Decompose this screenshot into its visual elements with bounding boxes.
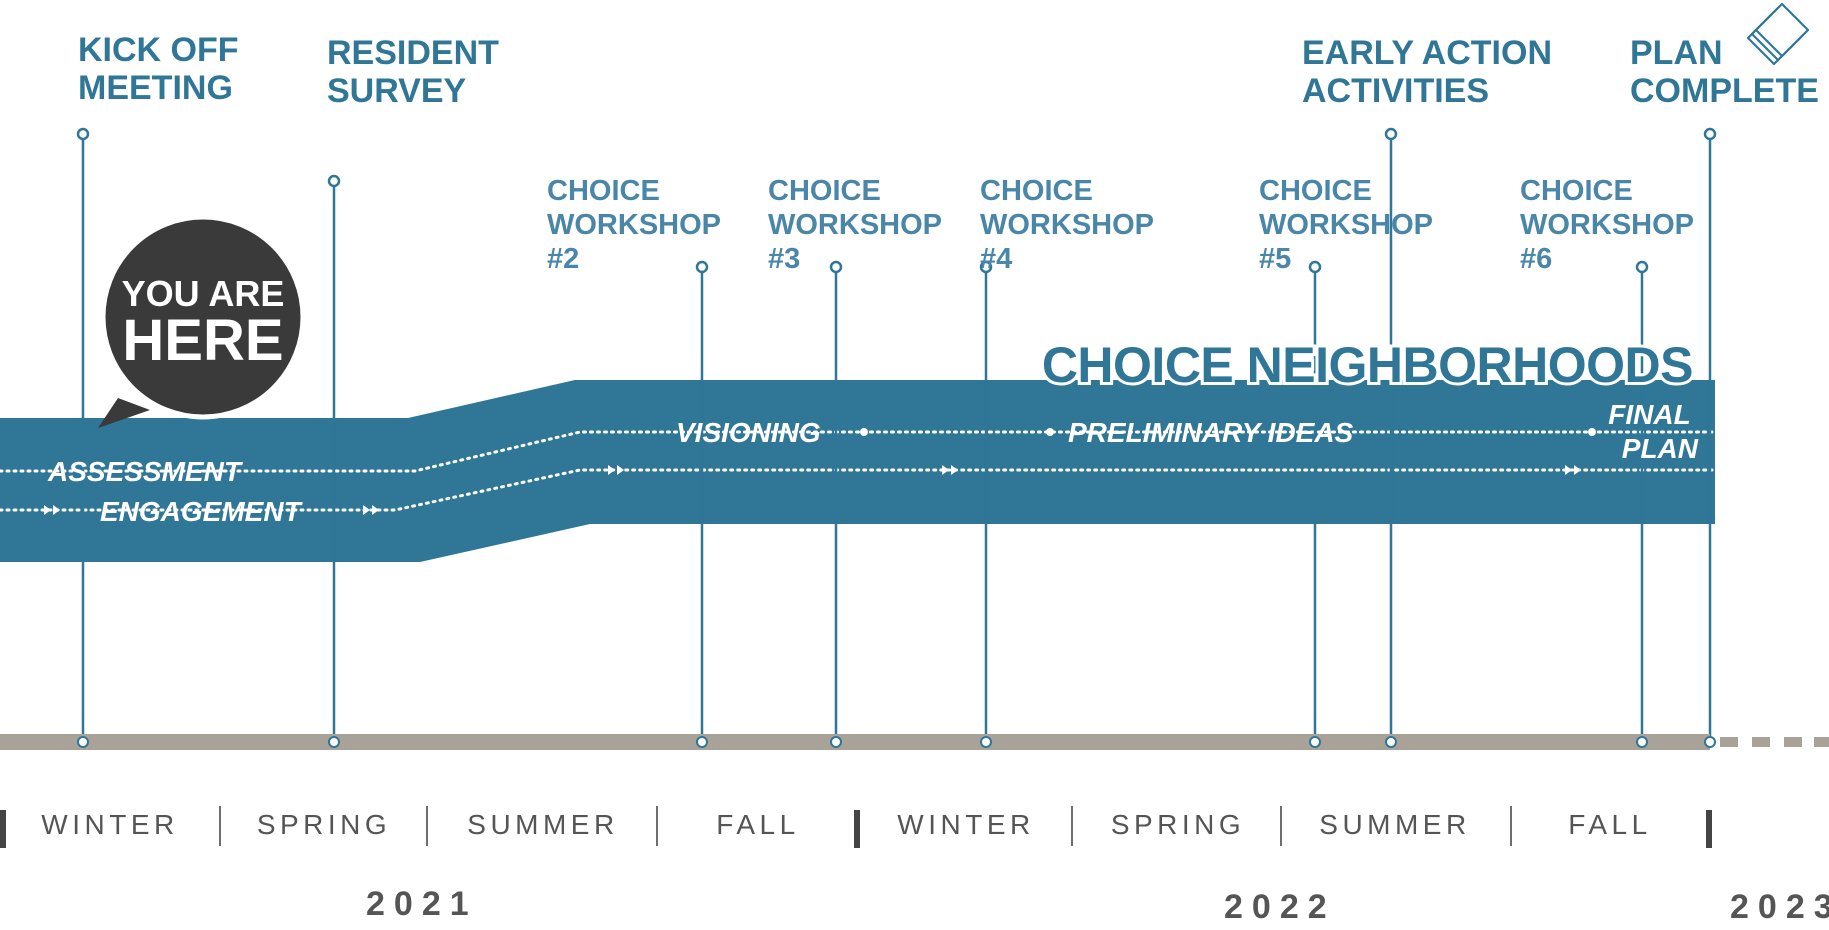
diagram-title: CHOICE NEIGHBORHOODS [1042,337,1693,393]
progress-arrows [44,465,1581,515]
milestone-label-kickoff: KICK OFF MEETING [78,31,248,107]
season-label: SPRING [257,809,391,840]
season-label: FALL [716,809,799,840]
stem-top-dot [76,127,90,141]
stem-top-dot [1308,260,1322,274]
workshop-label-4: CHOICE WORKSHOP #4 [980,175,1162,275]
future-dashes [1720,737,1829,747]
double-chevron-right-icon [608,465,624,475]
season-dividers [219,806,1512,846]
workshop-label-3: CHOICE WORKSHOP #3 [768,175,950,275]
you-are-here-callout: YOU ARE HERE [98,214,306,428]
stem-top-dot [1703,127,1717,141]
phase-label-engagement: ENGAGEMENT [100,496,304,527]
milestone-label-survey: RESIDENT SURVEY [327,34,508,110]
flow-dot [860,428,868,436]
callout-text-line1: YOU ARE [122,273,285,314]
callout-bubble [100,214,306,420]
double-chevron-right-icon [1565,465,1581,475]
stem-top-dot [979,260,993,274]
stacked-diamond-icon [1746,2,1810,66]
year-label: 2021 [366,885,478,923]
workshop-label-2: CHOICE WORKSHOP #2 [547,175,729,275]
stem-top-dot [1635,260,1649,274]
flow-dots [860,428,1596,436]
base-dots [77,736,1716,748]
milestone-label-early-action: EARLY ACTION ACTIVITIES [1302,34,1561,110]
milestone-label-plan-complete: PLAN COMPLETE [1630,34,1819,110]
flow-dot [1046,428,1054,436]
base-timeline-bar [0,734,1710,750]
callout-text-line2: HERE [122,308,283,373]
workshop-label-6: CHOICE WORKSHOP #6 [1520,175,1702,275]
flow-lines [0,430,1714,512]
stem-top-dot [695,260,709,274]
phase-label-final-plan: FINAL PLAN [1608,399,1698,464]
assessment-flow-line [0,430,1714,473]
phase-label-assessment: ASSESSMENT [47,456,244,487]
phase-label-preliminary: PRELIMINARY IDEAS [1068,417,1354,448]
engagement-flow-line [0,468,1714,512]
workshop-label-5: CHOICE WORKSHOP #5 [1259,175,1441,275]
season-label: WINTER [897,809,1034,840]
double-chevron-right-icon [942,465,958,475]
double-chevron-right-icon [363,505,379,515]
season-label: FALL [1568,809,1651,840]
stems [76,127,1717,742]
double-chevron-right-icon [44,505,60,515]
stem-top-dot [1384,127,1398,141]
stem-top-dot [829,260,843,274]
year-dividers [0,810,1712,848]
stem-top-dot [327,174,341,188]
flow-dot [1588,428,1596,436]
season-label: SPRING [1111,809,1245,840]
season-label: SUMMER [1319,809,1470,840]
phase-label-visioning: VISIONING [676,417,821,448]
year-label: 2022 [1224,888,1336,926]
season-label: WINTER [41,809,178,840]
callout-pointer [98,398,150,428]
year-label: 2023 [1730,888,1829,926]
season-label: SUMMER [467,809,618,840]
